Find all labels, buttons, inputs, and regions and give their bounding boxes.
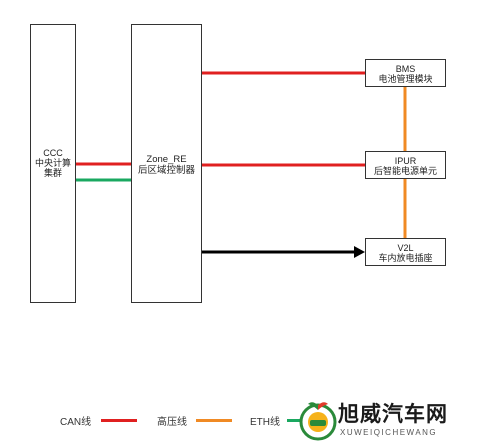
ccc-box: CCC 中央计算 集群 bbox=[30, 24, 76, 303]
ccc-subtitle-1: 中央计算 bbox=[34, 158, 71, 168]
zone-re-box: Zone_RE 后区域控制器 bbox=[131, 24, 202, 303]
legend-hv-label: 高压线 bbox=[157, 417, 187, 428]
zone-subtitle: 后区域控制器 bbox=[137, 165, 195, 176]
ipur-subtitle: 后智能电源单元 bbox=[373, 166, 437, 176]
zone-title: Zone_RE bbox=[146, 154, 187, 165]
ipur-title: IPUR bbox=[394, 156, 417, 166]
arrow-head-icon bbox=[354, 246, 365, 258]
v2l-box: V2L 车内放电插座 bbox=[365, 238, 446, 266]
legend-can-swatch bbox=[101, 419, 137, 422]
legend: CAN线 高压线 ETH线 bbox=[0, 410, 480, 440]
legend-can-label: CAN线 bbox=[60, 417, 92, 428]
logo-icon bbox=[299, 402, 337, 441]
legend-hv-swatch bbox=[196, 419, 232, 422]
watermark-logo: 旭威汽车网 XUWEIQICHEWANG bbox=[298, 396, 480, 446]
v2l-subtitle: 车内放电插座 bbox=[378, 253, 433, 263]
bms-title: BMS bbox=[395, 64, 416, 74]
ccc-title: CCC bbox=[43, 148, 63, 158]
watermark-title: 旭威汽车网 bbox=[338, 401, 448, 426]
ipur-box: IPUR 后智能电源单元 bbox=[365, 151, 446, 179]
bms-subtitle: 电池管理模块 bbox=[378, 74, 433, 84]
v2l-title: V2L bbox=[397, 243, 414, 253]
ccc-subtitle-2: 集群 bbox=[43, 168, 62, 178]
bms-box: BMS 电池管理模块 bbox=[365, 59, 446, 87]
legend-eth-swatch bbox=[287, 419, 311, 422]
watermark-subtitle: XUWEIQICHEWANG bbox=[340, 428, 438, 437]
legend-eth-label: ETH线 bbox=[250, 417, 280, 428]
